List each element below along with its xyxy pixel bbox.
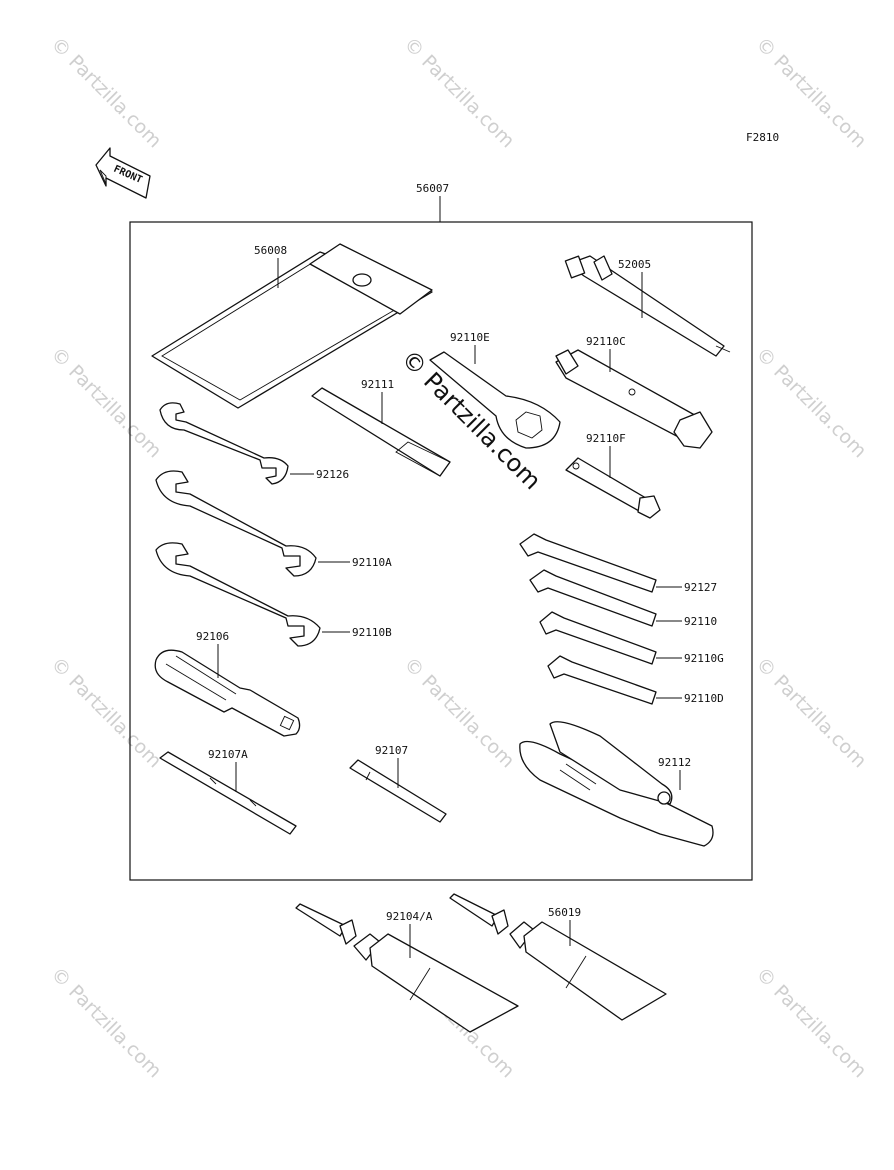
wrench-92110A (155, 470, 317, 577)
part-label-92110: 92110 (684, 615, 717, 628)
tool-pouch (151, 243, 433, 409)
hex-key-92110D (547, 655, 657, 705)
watermark: © Partzilla.com (751, 963, 870, 1082)
watermark: © Partzilla.com (751, 653, 870, 772)
part-label-56019: 56019 (548, 906, 581, 919)
watermark: © Partzilla.com (751, 343, 870, 462)
watermark: © Partzilla.com (46, 653, 165, 772)
bar-92111 (311, 387, 451, 477)
part-label-92126: 92126 (316, 468, 349, 481)
part-label-92112: 92112 (658, 756, 691, 769)
part-label-92110G: 92110G (684, 652, 724, 665)
front-arrow-icon: FRONT (95, 147, 151, 199)
watermark: © Partzilla.com (46, 343, 165, 462)
part-label-92110C: 92110C (586, 335, 626, 348)
wrench-92126 (159, 402, 289, 485)
hex-key-92110G (539, 611, 657, 665)
figure-code: F2810 (746, 131, 779, 144)
pliers (519, 721, 714, 847)
kit-frame (129, 221, 753, 881)
part-label-92107A: 92107A (208, 748, 248, 761)
part-label-92110A: 92110A (352, 556, 392, 569)
driver-bit (349, 759, 447, 823)
part-label-92110D: 92110D (684, 692, 724, 705)
part-label-92107: 92107 (375, 744, 408, 757)
box-wrench-c (555, 349, 713, 449)
socket-f (565, 457, 661, 519)
hex-key-92127 (519, 533, 657, 593)
part-label-92111: 92111 (361, 378, 394, 391)
part-label-92106: 92106 (196, 630, 229, 643)
part-label-92127: 92127 (684, 581, 717, 594)
part-label-92110E: 92110E (450, 331, 490, 344)
part-label-92110B: 92110B (352, 626, 392, 639)
wrench-92110B (155, 542, 321, 647)
part-label-92110F: 92110F (586, 432, 626, 445)
part-label-pouch: 56008 (254, 244, 287, 257)
driver-bit-a (159, 751, 297, 835)
hex-key-92110 (529, 569, 657, 627)
spark-plug-handle (564, 255, 731, 357)
part-label-52005: 52005 (618, 258, 651, 271)
grease-tube-b (449, 893, 667, 1021)
part-label-92104A: 92104/A (386, 910, 433, 923)
watermark: © Partzilla.com (399, 33, 518, 152)
part-label-kit: 56007 (416, 182, 449, 195)
box-wrench-e (429, 351, 561, 449)
grease-tube-a (295, 903, 519, 1033)
watermark: © Partzilla.com (46, 963, 165, 1082)
watermark: © Partzilla.com (46, 33, 165, 152)
watermark: © Partzilla.com (399, 653, 518, 772)
screwdriver-handle (154, 649, 301, 737)
